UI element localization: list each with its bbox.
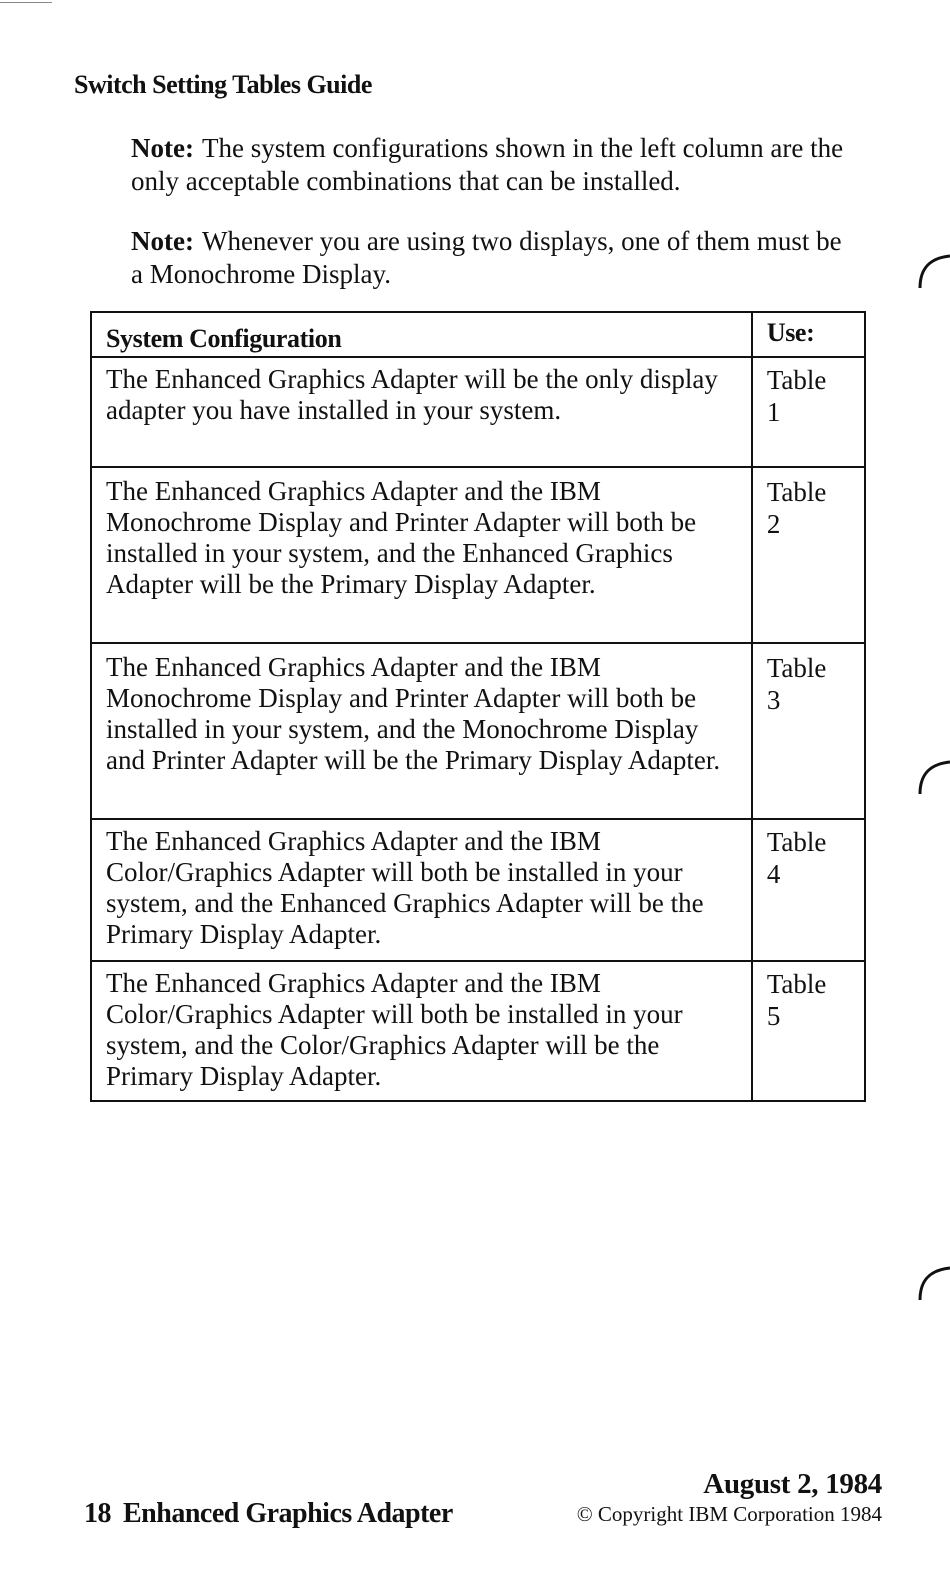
footer-date: August 2, 1984	[703, 1468, 882, 1500]
table-row: The Enhanced Graphics Adapter and the IB…	[90, 960, 867, 1102]
binder-hole-mark-icon	[918, 254, 950, 289]
binder-hole-mark-icon	[918, 1266, 950, 1301]
use-table-label: Table	[766, 365, 827, 395]
use-cell: Table 4	[750, 818, 867, 962]
use-cell: Table 5	[750, 960, 867, 1102]
table-row: The Enhanced Graphics Adapter will be th…	[90, 356, 867, 468]
use-table-number: 1	[766, 397, 781, 427]
binder-hole-mark-icon	[918, 760, 950, 795]
book-title: Enhanced Graphics Adapter	[123, 1498, 453, 1529]
page-number: 18	[84, 1498, 112, 1529]
use-cell: Table 2	[750, 466, 867, 644]
note-two-displays: Note:Whenever you are using two displays…	[131, 225, 851, 291]
switch-setting-guide-table: System Configuration Use: The Enhanced G…	[90, 311, 867, 1102]
column-header-use: Use:	[750, 311, 867, 358]
config-cell: The Enhanced Graphics Adapter and the IB…	[90, 960, 753, 1102]
use-table-label: Table	[766, 969, 827, 999]
footer-copyright: © Copyright IBM Corporation 1984	[576, 1502, 882, 1526]
note-configurations: Note:The system configurations shown in …	[131, 132, 851, 198]
config-cell: The Enhanced Graphics Adapter and the IB…	[90, 466, 753, 644]
use-table-number: 4	[766, 859, 781, 889]
config-cell: The Enhanced Graphics Adapter and the IB…	[90, 642, 753, 820]
table-row: The Enhanced Graphics Adapter and the IB…	[90, 466, 867, 644]
config-cell: The Enhanced Graphics Adapter will be th…	[90, 356, 753, 468]
use-table-number: 5	[766, 1001, 781, 1031]
table-row: The Enhanced Graphics Adapter and the IB…	[90, 818, 867, 962]
note-text: Whenever you are using two displays, one…	[131, 226, 842, 289]
use-table-label: Table	[766, 477, 827, 507]
scan-artifact-line	[0, 2, 52, 3]
config-cell: The Enhanced Graphics Adapter and the IB…	[90, 818, 753, 962]
note-label: Note:	[131, 133, 194, 163]
use-cell: Table 3	[750, 642, 867, 820]
note-text: The system configurations shown in the l…	[131, 133, 844, 196]
table-row: The Enhanced Graphics Adapter and the IB…	[90, 642, 867, 820]
page-heading: Switch Setting Tables Guide	[74, 70, 372, 99]
column-header-system-configuration: System Configuration	[90, 311, 753, 358]
use-table-number: 3	[766, 685, 781, 715]
note-label: Note:	[131, 226, 194, 256]
use-table-number: 2	[766, 509, 781, 539]
use-table-label: Table	[766, 653, 827, 683]
use-cell: Table 1	[750, 356, 867, 468]
footer-page-label: 18 Enhanced Graphics Adapter	[84, 1498, 453, 1530]
table-header-row: System Configuration Use:	[90, 311, 867, 358]
use-table-label: Table	[766, 827, 827, 857]
